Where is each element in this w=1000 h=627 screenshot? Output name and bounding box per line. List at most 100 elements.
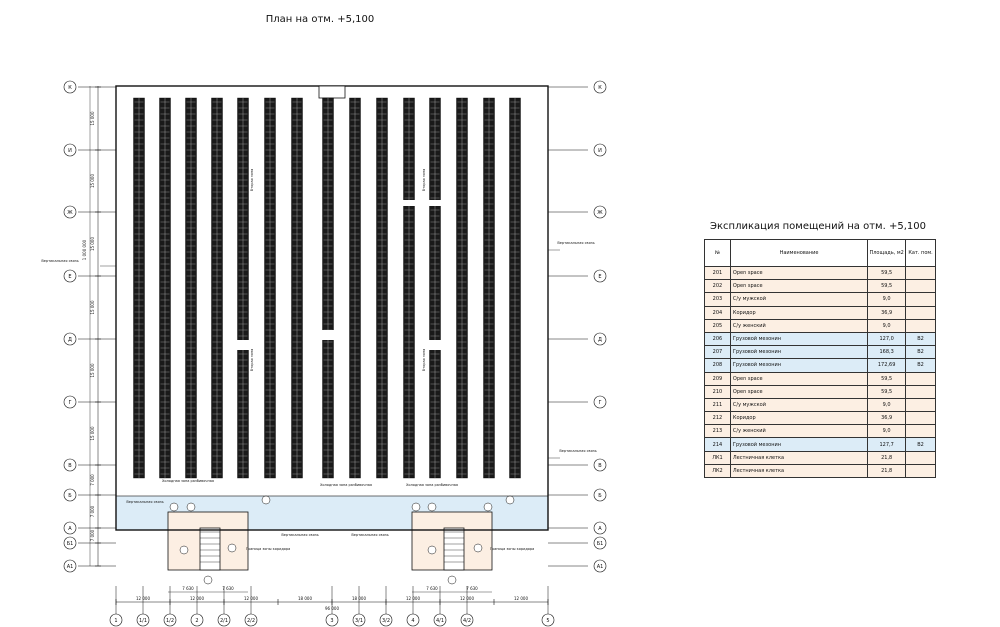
cell-count: В2 [905,345,936,360]
cell-name: С/у женский [729,424,869,439]
dim-label-bottom: 18 000 [352,596,366,601]
rack-gap [237,340,249,350]
axis-row-zh-label: Ж [597,210,603,216]
cell-name: Грузовой мезонин [729,358,869,373]
axis-row-d-bubble-left [63,332,77,346]
cell-name: Лестничная клетка [729,450,869,465]
cell-area: 9,0 [867,292,907,307]
axis-row-e-bubble-left [63,269,77,283]
cell-name: Грузовой мезонин [729,437,869,452]
cell-num: 213 [704,424,731,439]
axis-col-bubble [433,613,447,627]
cell-count: В2 [905,437,936,452]
axis-row-zh-label: Ж [67,210,73,216]
stair-right [443,527,465,571]
table-header-row: № Наименование Площадь, м2 Кат. пом. [704,239,936,267]
room-tag [473,543,483,553]
cell-count [905,424,936,439]
axis-col-label: 1/2 [166,618,174,624]
cell-area: 59,5 [867,265,907,281]
cell-area: 168,3 [867,345,907,360]
room-tag [505,495,515,505]
axis-row-a1-bubble-left [63,559,77,573]
axis-col-label: 5 [546,618,549,624]
dim-total-left: 1 000 000 [82,239,87,260]
axis-row-v-label: В [68,463,72,469]
axis-row-g-label: Г [68,400,71,406]
cell-num: 208 [704,358,731,373]
axis-row-a1-label: А1 [67,564,74,570]
axis-row-k-bubble-left [63,80,77,94]
axis-col-bubble [379,613,393,627]
vertical-link-corridor-mid: Вертикальная связь [281,533,318,537]
cell-name: Open space [729,265,869,281]
axis-col-bubble [217,613,231,627]
room-tag [179,545,189,555]
cell-area: 9,0 [867,397,907,413]
cell-num: 214 [704,437,731,452]
room-tag [261,495,271,505]
cell-name: С/у мужской [729,397,869,413]
dim-label-left: 7 000 [90,529,95,541]
cell-num: 203 [704,292,731,307]
cell-count [905,318,936,333]
axis-row-zh-bubble-left [63,205,77,219]
room-explication-table: № Наименование Площадь, м2 Кат. пом. 201… [704,239,936,479]
cell-num: 205 [704,318,731,333]
cell-area: 59,5 [867,384,907,399]
axis-row-g-label: Г [598,400,601,406]
axis-col-label: 3/2 [382,618,390,624]
vertical-link-right: Вертикальная связь [557,241,594,245]
dim-label-bottom: 12 000 [406,596,420,601]
cell-num: 212 [704,411,731,426]
header-num: № [704,239,731,267]
cell-num: 204 [704,305,731,320]
axis-row-i-label: И [68,148,72,154]
axis-col-bubble [541,613,555,627]
storage-zone-label: Вторая зона [250,169,254,192]
dim-sub-label: 7 630 [466,586,478,591]
axis-col-bubble [190,613,204,627]
cell-area: 36,9 [867,305,907,320]
dim-label-left: 15 000 [90,111,95,125]
room-tag [203,575,213,585]
cell-name: Open space [729,371,869,386]
axis-row-zh-bubble-right [593,205,607,219]
dim-label-left: 15 000 [90,174,95,188]
cell-count [905,397,936,413]
cell-count [905,371,936,386]
room-tag [447,575,457,585]
dim-sub-label: 7 630 [222,586,234,591]
axis-col-label: 1 [114,618,117,624]
axis-row-b-label: Б [598,493,602,499]
header-area: Площадь, м2 [867,239,907,267]
cell-area: 21,8 [867,463,907,479]
vertical-link-corridor-left: Вертикальная связь [126,500,163,504]
cell-name: Грузовой мезонин [729,331,869,347]
axis-col-label: 2 [195,618,198,624]
axis-col-label: 4 [411,618,414,624]
axis-row-i-bubble-right [593,143,607,157]
cell-area: 9,0 [867,318,907,333]
dim-label-left: 15 000 [90,426,95,440]
axis-col-bubble [244,613,258,627]
axis-row-i-label: И [598,148,602,154]
cold-zone-left: Холодная зона разбивочная [162,479,214,483]
cell-count [905,450,936,465]
axis-col-bubble [325,613,339,627]
dim-label-left: 15 000 [90,237,95,251]
top-opening [318,85,346,99]
room-tag [227,543,237,553]
